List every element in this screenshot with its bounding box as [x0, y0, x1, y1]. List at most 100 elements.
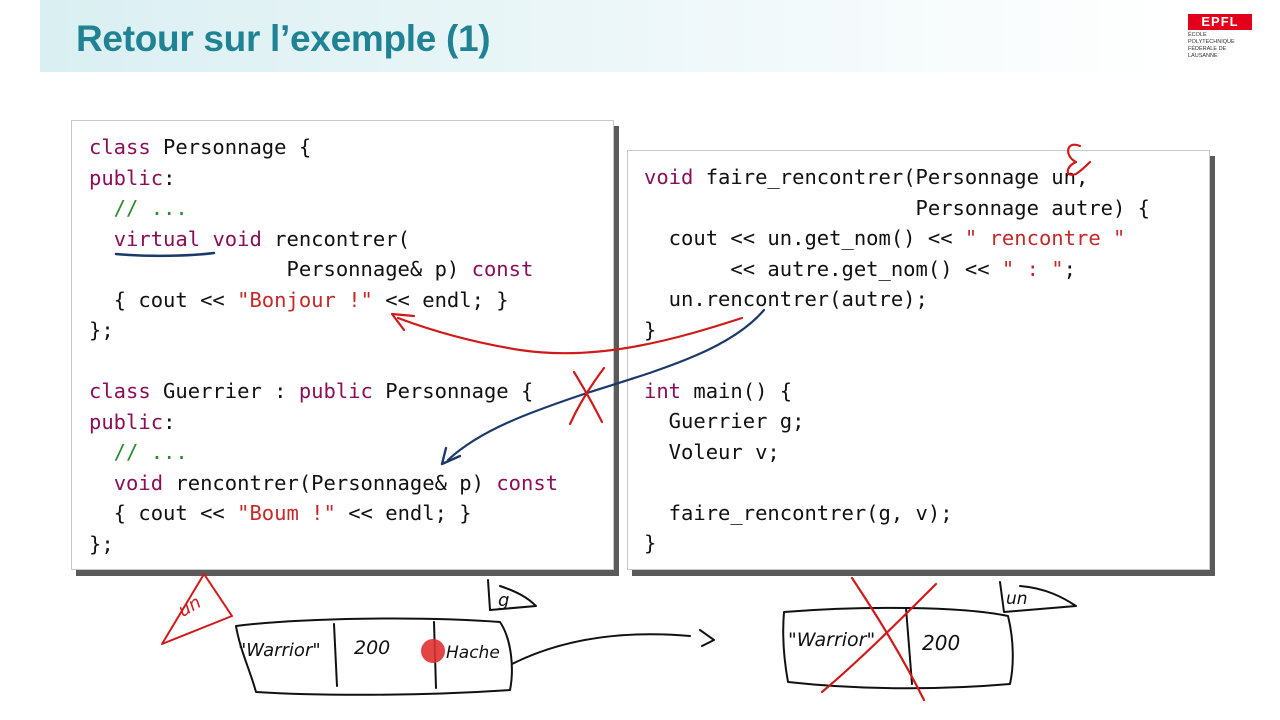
- code-line: }: [644, 531, 656, 555]
- keyword: virtual: [113, 226, 201, 251]
- right-object-box: [782, 606, 1014, 690]
- code-text: Personnage {: [372, 379, 534, 403]
- hand-un-left: un: [175, 592, 205, 622]
- hand-hache: Hache: [446, 643, 500, 663]
- code-text: faire_rencontrer(Personnage un,: [693, 165, 1089, 189]
- logo-line-1: ÉCOLE POLYTECHNIQUE: [1188, 32, 1235, 45]
- hand-g-label: g: [498, 590, 509, 611]
- red-cross-diagram: [820, 576, 938, 702]
- string-literal: "Boum !": [237, 501, 336, 525]
- un-tag-right: [999, 581, 1077, 613]
- code-line: void faire_rencontrer(Personnage un,: [644, 165, 1088, 189]
- code-line: Personnage& p) const: [89, 257, 533, 281]
- code-text: };: [89, 318, 114, 342]
- code-text: rencontrer(Personnage& p): [163, 470, 497, 495]
- code-line: void rencontrer(Personnage& p) const: [89, 471, 558, 495]
- code-line: Voleur v;: [644, 440, 780, 464]
- left-object-box: [235, 617, 513, 696]
- code-line: cout << un.get_nom() << " rencontre ": [644, 226, 1126, 250]
- code-text: }: [644, 531, 657, 555]
- keyword: const: [471, 257, 534, 281]
- code-text: << endl; }: [372, 287, 509, 312]
- logo-red-box: [1188, 14, 1252, 30]
- g-tag: [487, 579, 537, 611]
- keyword: void: [644, 165, 694, 189]
- code-text: Personnage {: [150, 135, 312, 159]
- code-text: }: [644, 317, 657, 342]
- code-line: Guerrier g;: [644, 409, 805, 433]
- code-text: << autre.get_nom() <<: [644, 256, 1002, 281]
- code-text: Voleur v;: [644, 439, 780, 464]
- code-line: // ...: [89, 440, 188, 464]
- string-literal: " : ": [1001, 256, 1064, 281]
- code-text: [200, 227, 212, 251]
- code-panel-right: void faire_rencontrer(Personnage un, Per…: [627, 150, 1210, 570]
- code-line: virtual void rencontrer(: [89, 227, 410, 251]
- code-text: faire_rencontrer(g, v);: [644, 500, 953, 525]
- code-line: }: [644, 318, 656, 342]
- code-text: Guerrier :: [150, 379, 299, 403]
- code-right: void faire_rencontrer(Personnage un, Per…: [644, 162, 1150, 559]
- pointer-dot: [421, 639, 445, 663]
- code-text: { cout <<: [89, 287, 238, 312]
- code-text: Personnage& p): [89, 257, 472, 281]
- hand-hp-left: 200: [354, 637, 390, 659]
- code-text: un.rencontrer(autre);: [644, 287, 928, 311]
- code-line: class Personnage {: [89, 135, 311, 159]
- keyword: class: [89, 379, 151, 403]
- code-line: };: [89, 318, 114, 342]
- code-text: main() {: [681, 378, 793, 403]
- keyword: public: [298, 379, 373, 403]
- epfl-logo: EPFL ÉCOLE POLYTECHNIQUE FÉDÉRALE DE LAU…: [1188, 14, 1252, 59]
- code-line: int main() {: [644, 379, 792, 403]
- slide-title: Retour sur l’exemple (1): [76, 18, 491, 59]
- code-text: Guerrier g;: [644, 409, 805, 433]
- comment: // ...: [89, 440, 188, 464]
- code-line: << autre.get_nom() << " : ";: [644, 257, 1076, 281]
- hand-hp-right: 200: [922, 631, 960, 655]
- left-divider-1: [333, 623, 338, 687]
- code-text: :: [163, 165, 176, 190]
- logo-subtitle: ÉCOLE POLYTECHNIQUE FÉDÉRALE DE LAUSANNE: [1188, 32, 1252, 60]
- code-text: };: [89, 531, 114, 556]
- string-literal: " rencontre ": [964, 226, 1126, 250]
- copy-arrow: [511, 633, 691, 665]
- code-text: Personnage autre) {: [644, 195, 1151, 220]
- keyword: class: [89, 135, 151, 159]
- code-text: << endl; }: [335, 501, 472, 525]
- keyword: void: [113, 470, 164, 495]
- code-text: { cout <<: [89, 501, 238, 525]
- comment: // ...: [89, 196, 188, 220]
- keyword: const: [496, 470, 559, 495]
- left-divider-2: [433, 621, 437, 689]
- code-line: { cout << "Bonjour !" << endl; }: [89, 288, 509, 312]
- copy-arrow-head: [699, 629, 715, 647]
- title-band: [40, 0, 1170, 72]
- keyword: public: [89, 165, 164, 190]
- code-line: Personnage autre) {: [644, 195, 1151, 220]
- logo-line-2: FÉDÉRALE DE LAUSANNE: [1188, 46, 1227, 59]
- string-literal: "Bonjour !": [237, 287, 373, 312]
- keyword: public: [89, 409, 164, 434]
- hand-warrior-left: "Warrior": [238, 640, 321, 661]
- code-text: rencontrer(: [261, 226, 410, 251]
- hand-un-right: un: [1006, 589, 1028, 609]
- logo-mark: EPFL: [1201, 14, 1239, 29]
- keyword: void: [212, 226, 262, 251]
- code-panel-left: class Personnage { public: // ... virtua…: [71, 120, 614, 570]
- keyword: int: [644, 378, 682, 403]
- code-line: };: [89, 532, 114, 556]
- right-divider: [905, 607, 913, 685]
- code-line: faire_rencontrer(g, v);: [644, 501, 953, 525]
- code-line: un.rencontrer(autre);: [644, 287, 928, 311]
- hand-warrior-right: "Warrior": [788, 629, 875, 651]
- code-left: class Personnage { public: // ... virtua…: [89, 132, 558, 559]
- code-text: ;: [1063, 256, 1076, 281]
- un-triangle: [161, 573, 233, 645]
- code-line: public:: [89, 166, 175, 190]
- code-line: // ...: [89, 196, 188, 220]
- code-line: class Guerrier : public Personnage {: [89, 379, 533, 403]
- code-text: cout << un.get_nom() <<: [644, 226, 965, 250]
- code-line: { cout << "Boum !" << endl; }: [89, 501, 472, 525]
- code-line: public:: [89, 410, 175, 434]
